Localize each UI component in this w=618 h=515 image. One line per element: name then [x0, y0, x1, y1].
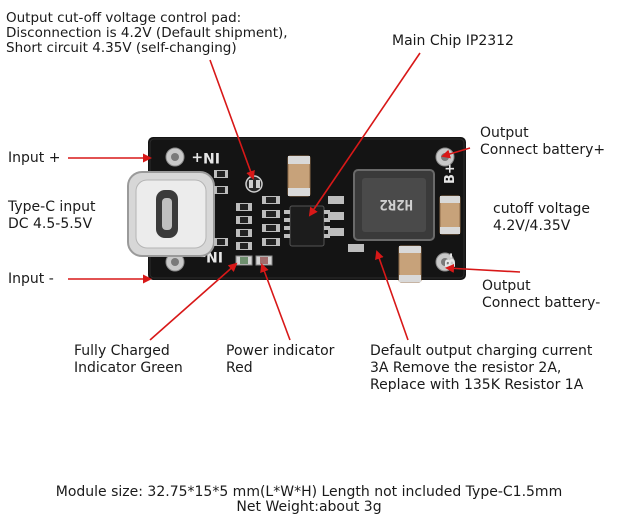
- arrow-main-chip: [308, 52, 421, 217]
- arrow-power-indicator: [260, 263, 291, 341]
- inductor-marking: H2R2: [379, 196, 413, 212]
- default-current-label: Default output charging current 3A Remov…: [370, 343, 593, 393]
- power-indicator-label: Power indicator Red: [226, 343, 335, 376]
- type-c-label: Type-C input DC 4.5-5.5V: [8, 199, 96, 232]
- cutoff-voltage-label: cutoff voltage 4.2V/4.35V: [493, 201, 591, 234]
- silk-b-minus: B-: [444, 253, 459, 268]
- output-plus-label: Output Connect battery+: [480, 125, 606, 158]
- input-minus-label: Input -: [8, 271, 54, 287]
- module-size-text: Module size: 32.75*15*5 mm(L*W*H) Length…: [55, 484, 563, 500]
- fully-charged-label: Fully Charged Indicator Green: [74, 343, 183, 376]
- arrow-output-plus: [441, 147, 471, 159]
- arrow-output-minus: [445, 263, 521, 273]
- main-chip-label: Main Chip IP2312: [392, 33, 514, 49]
- silk-in-plus: IN+: [191, 149, 220, 165]
- silk-b-plus: B+: [443, 163, 458, 184]
- net-weight-text: Net Weight:about 3g: [236, 499, 382, 515]
- arrow-fully-charged: [149, 262, 238, 341]
- cutoff-pad-label: Output cut-off voltage control pad: Disc…: [6, 10, 288, 56]
- main-chip-ip2312: [289, 205, 325, 247]
- input-plus-label: Input +: [8, 150, 61, 166]
- arrow-default-current: [375, 250, 409, 341]
- arrow-cutoff-pad: [209, 59, 255, 180]
- output-minus-label: Output Connect battery-: [482, 278, 601, 311]
